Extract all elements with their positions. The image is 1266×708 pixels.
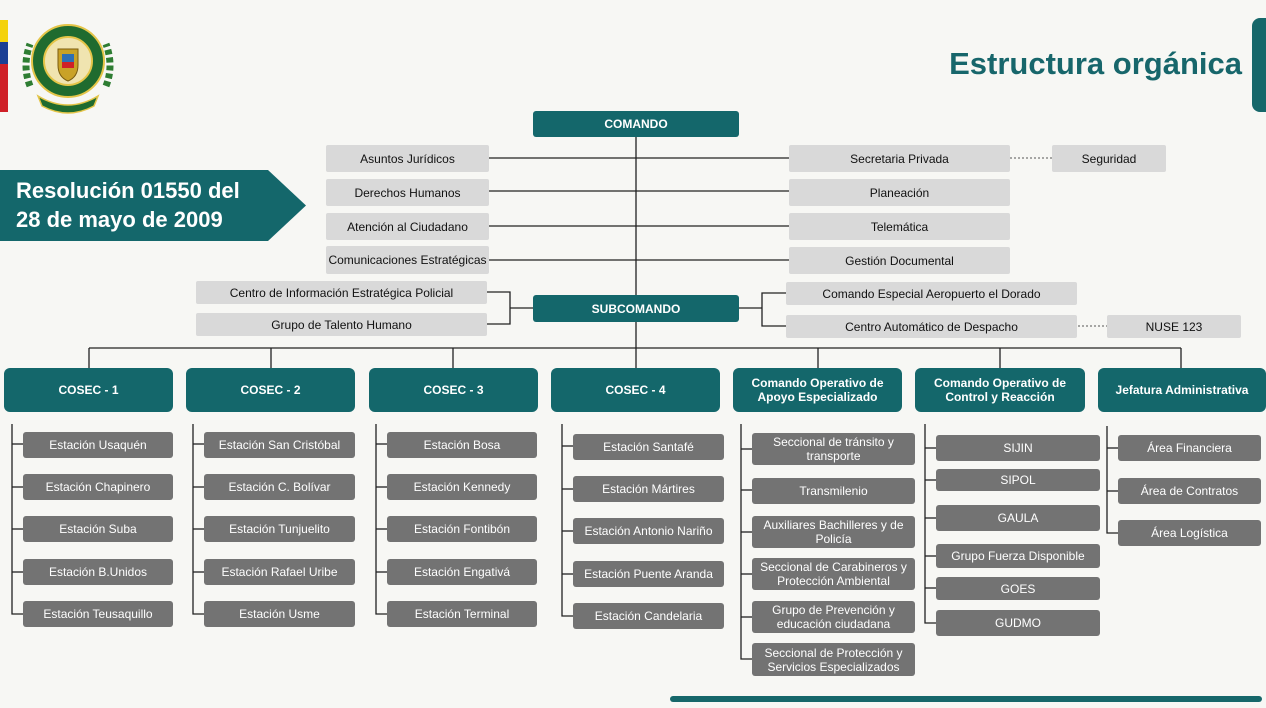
staff-box-secretaria-privada: Secretaria Privada	[789, 145, 1010, 172]
unit-header-jefatura-administrativa: Jefatura Administrativa	[1098, 368, 1266, 412]
resolution-text: Resolución 01550 del 28 de mayo de 2009	[16, 178, 240, 232]
section-box: SIPOL	[936, 469, 1100, 491]
flag-stripe-blue	[0, 42, 8, 64]
section-box: Seccional de tránsito y transporte	[752, 433, 915, 465]
laurel-icon	[22, 42, 114, 88]
unit-header-cosec-3: COSEC - 3	[369, 368, 538, 412]
station-box: Estación Usme	[204, 601, 355, 627]
section-box: Grupo Fuerza Disponible	[936, 544, 1100, 568]
sub-box-centro-despacho: Centro Automático de Despacho	[786, 315, 1077, 338]
section-box: GOES	[936, 577, 1100, 600]
station-box: Estación San Cristóbal	[204, 432, 355, 458]
staff-box-telematica: Telemática	[789, 213, 1010, 240]
station-box: Estación Chapinero	[23, 474, 173, 500]
station-box: Estación Rafael Uribe	[204, 559, 355, 585]
flag-stripe-red	[0, 64, 8, 112]
station-box: Estación Santafé	[573, 434, 724, 460]
station-box: Estación Fontibón	[387, 516, 537, 542]
section-box: Seccional de Carabineros y Protección Am…	[752, 558, 915, 590]
station-box: Estación Antonio Nariño	[573, 518, 724, 544]
unit-header-cosec-4: COSEC - 4	[551, 368, 720, 412]
sub-box-talento-humano: Grupo de Talento Humano	[196, 313, 487, 336]
staff-box-planeacion: Planeación	[789, 179, 1010, 206]
seguridad-box: Seguridad	[1052, 145, 1166, 172]
section-box: GUDMO	[936, 610, 1100, 636]
page-title: Estructura orgánica	[949, 46, 1242, 81]
station-box: Estación Tunjuelito	[204, 516, 355, 542]
bottom-accent-bar	[670, 696, 1262, 702]
unit-header-apoyo-especializado: Comando Operativo de Apoyo Especializado	[733, 368, 902, 412]
flag-stripe-yellow	[0, 20, 8, 42]
comando-box: COMANDO	[533, 111, 739, 137]
station-box: Estación Candelaria	[573, 603, 724, 629]
area-box: Área Logística	[1118, 520, 1261, 546]
section-box: SIJIN	[936, 435, 1100, 461]
staff-box-comunicaciones: Comunicaciones Estratégicas	[326, 246, 489, 274]
station-box: Estación Bosa	[387, 432, 537, 458]
station-box: Estación Mártires	[573, 476, 724, 502]
staff-box-gestion-documental: Gestión Documental	[789, 247, 1010, 274]
nuse-box: NUSE 123	[1107, 315, 1241, 338]
police-emblem-logo	[22, 24, 114, 114]
section-box: Grupo de Prevención y educación ciudadan…	[752, 601, 915, 633]
section-box: Auxiliares Bachilleres y de Policía	[752, 516, 915, 548]
subcomando-box: SUBCOMANDO	[533, 295, 739, 322]
section-box: Transmilenio	[752, 478, 915, 504]
station-box: Estación Terminal	[387, 601, 537, 627]
station-box: Estación Usaquén	[23, 432, 173, 458]
area-box: Área de Contratos	[1118, 478, 1261, 504]
corner-tab	[1252, 18, 1266, 112]
section-box: GAULA	[936, 505, 1100, 531]
area-box: Área Financiera	[1118, 435, 1261, 461]
sub-box-aeropuerto: Comando Especial Aeropuerto el Dorado	[786, 282, 1077, 305]
station-box: Estación B.Unidos	[23, 559, 173, 585]
unit-header-cosec-2: COSEC - 2	[186, 368, 355, 412]
staff-box-derechos-humanos: Derechos Humanos	[326, 179, 489, 206]
station-box: Estación C. Bolívar	[204, 474, 355, 500]
station-box: Estación Kennedy	[387, 474, 537, 500]
staff-box-asuntos-juridicos: Asuntos Jurídicos	[326, 145, 489, 172]
station-box: Estación Teusaquillo	[23, 601, 173, 627]
section-box: Seccional de Protección y Servicios Espe…	[752, 643, 915, 676]
unit-header-control-reaccion: Comando Operativo de Control y Reacción	[915, 368, 1085, 412]
staff-box-atencion-ciudadano: Atención al Ciudadano	[326, 213, 489, 240]
resolution-banner-arrow	[0, 170, 306, 241]
sub-box-centro-informacion: Centro de Información Estratégica Polici…	[196, 281, 487, 304]
station-box: Estación Engativá	[387, 559, 537, 585]
station-box: Estación Puente Aranda	[573, 561, 724, 587]
unit-header-cosec-1: COSEC - 1	[4, 368, 173, 412]
station-box: Estación Suba	[23, 516, 173, 542]
